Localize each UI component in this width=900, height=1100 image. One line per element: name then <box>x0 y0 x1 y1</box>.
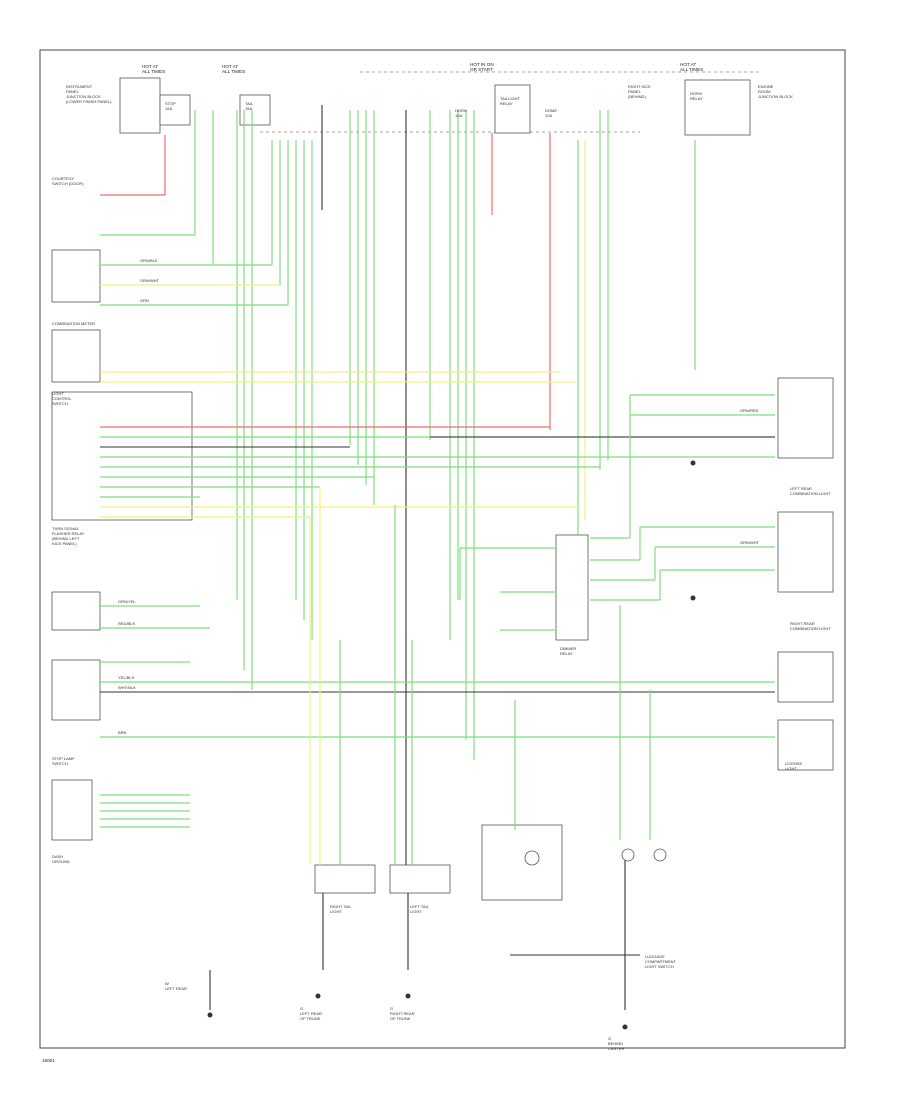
left-rear-combination-light-box <box>777 377 834 459</box>
left-tail-connector <box>389 864 451 894</box>
ground-dash <box>207 1012 213 1018</box>
wire-code-4: GRN/YEL <box>118 599 136 604</box>
diagram-frame <box>39 49 846 1049</box>
label-combination-meter: COMBINATION METER <box>52 321 95 326</box>
wire-code-9: GRN/RED <box>740 408 759 413</box>
wire-code-10: GRN/WHT <box>740 540 760 545</box>
courtesy-switch-box <box>51 779 93 841</box>
fuse-tail-box <box>239 94 271 126</box>
bottom-wires <box>209 487 651 1010</box>
license-light-box <box>777 719 834 771</box>
light-control-switch-box <box>51 391 193 521</box>
combination-meter-box <box>51 249 101 303</box>
fuse-stop-box <box>159 94 191 126</box>
central-relay-block <box>555 534 589 641</box>
wire-code-6: YEL/BLK <box>118 675 135 680</box>
right-tail-connector <box>314 864 376 894</box>
footer-code: 16001 <box>42 1058 55 1063</box>
ground-rear-combination <box>690 460 696 601</box>
wire-code-5: RED/BLK <box>118 621 135 626</box>
wire-code-3: GRN <box>140 298 149 303</box>
wire-code-1: GRN/BLK <box>140 258 158 263</box>
luggage-light-box <box>481 824 563 901</box>
right-rear-combination-light-box <box>777 511 834 593</box>
instrument-panel-junction-box <box>119 77 161 134</box>
wire-code-8: BRN <box>118 730 127 735</box>
turn-signal-flasher-box <box>51 591 101 631</box>
ground-center <box>622 1024 628 1030</box>
wire-code-7: WHT/BLK <box>118 685 136 690</box>
ground-right-rear <box>405 993 411 999</box>
top-wire-bundles <box>164 105 696 870</box>
luggage-lamp-icon <box>524 850 540 866</box>
ground-left-rear <box>315 993 321 999</box>
dimmer-switch-box <box>51 329 101 383</box>
relay-taillight-box <box>494 84 531 134</box>
trunk-lamp-icon <box>653 848 667 862</box>
left-horizontal-wires <box>100 194 775 828</box>
stop-lamp-switch-box <box>51 659 101 721</box>
right-side-wires <box>430 394 775 631</box>
license-lamp-icon <box>621 848 635 862</box>
engine-room-relay-box <box>684 79 751 136</box>
wire-code-2: GRN/WHT <box>140 278 160 283</box>
tail-light-box <box>777 651 834 703</box>
